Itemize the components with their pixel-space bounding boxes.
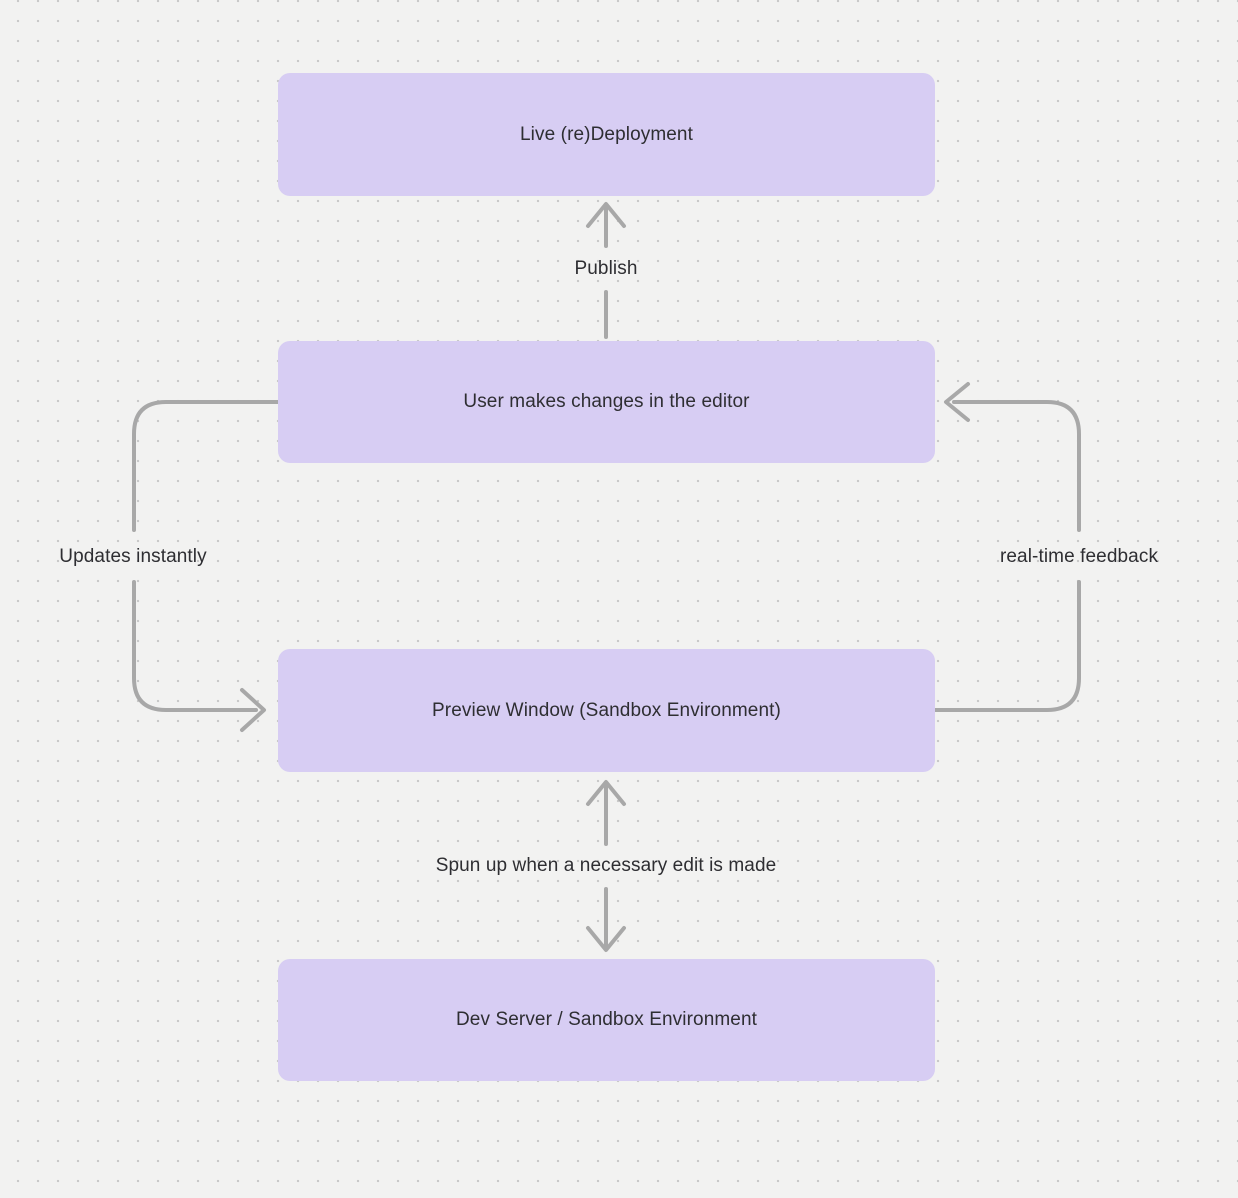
edge-label-publish: Publish	[574, 258, 638, 279]
node-live-redeployment-label: Live (re)Deployment	[520, 123, 693, 145]
updates-arrowhead-right-icon	[240, 688, 266, 732]
updates-segment-upper	[132, 400, 280, 532]
node-live-redeployment[interactable]: Live (re)Deployment	[278, 73, 935, 196]
edge-label-spun-up: Spun up when a necessary edit is made	[435, 855, 777, 876]
node-user-editor-label: User makes changes in the editor	[463, 391, 750, 412]
node-dev-server[interactable]: Dev Server / Sandbox Environment	[278, 959, 935, 1081]
feedback-segment-lower	[933, 580, 1081, 712]
node-user-editor[interactable]: User makes changes in the editor	[278, 341, 935, 463]
spunup-arrowhead-down-icon	[586, 926, 626, 952]
edge-publish	[586, 202, 626, 339]
edge-updates-instantly	[132, 400, 280, 732]
edge-realtime-feedback	[933, 382, 1081, 712]
edge-label-updates-instantly: Updates instantly	[59, 546, 207, 567]
edge-spun-up	[586, 780, 626, 952]
feedback-arrowhead-left-icon	[944, 382, 970, 422]
node-preview-window-label: Preview Window (Sandbox Environment)	[432, 699, 781, 721]
updates-segment-lower	[132, 580, 258, 712]
edge-label-realtime-feedback: real-time feedback	[999, 546, 1159, 567]
node-preview-window[interactable]: Preview Window (Sandbox Environment)	[278, 649, 935, 772]
feedback-segment-upper	[952, 400, 1081, 532]
node-dev-server-label: Dev Server / Sandbox Environment	[455, 1009, 757, 1030]
